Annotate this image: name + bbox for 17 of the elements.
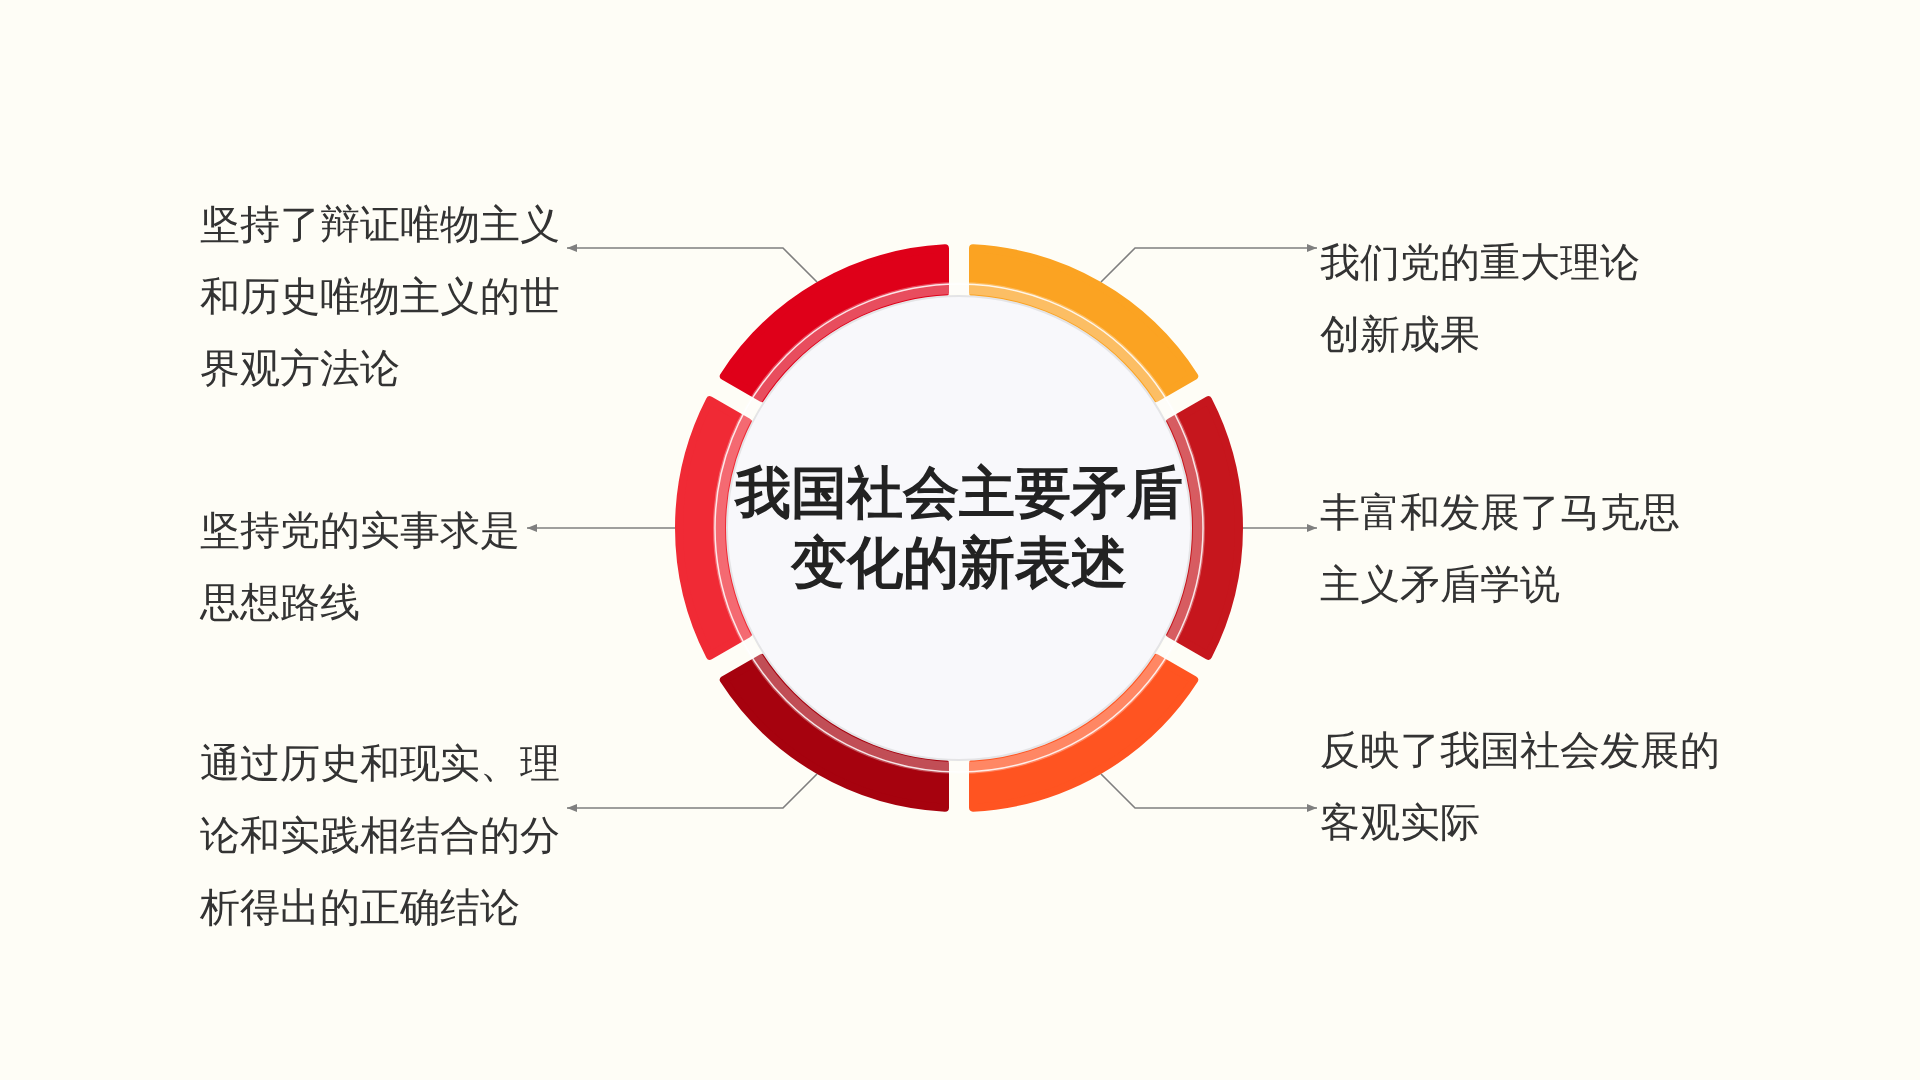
arrow [566,244,818,283]
ring-segment [719,653,950,812]
arrow [526,524,676,532]
arrow [1100,244,1318,283]
arrow [566,773,818,812]
description-text: 坚持了辩证唯物主义和历史唯物主义的世界观方法论 [200,188,564,404]
description-text: 坚持党的实事求是思想路线 [200,494,524,638]
description-text: 反映了我国社会发展的客观实际 [1320,714,1724,858]
arrow [1242,524,1318,532]
ring-segment [969,244,1200,403]
description-text: 通过历史和现实、理论和实践相结合的分析得出的正确结论 [200,727,564,943]
ring-segment [719,244,950,403]
arrow [1100,773,1318,812]
description-text: 丰富和发展了马克思主义矛盾学说 [1320,476,1684,620]
description-text: 我们党的重大理论创新成果 [1320,226,1644,370]
center-title: 我国社会主要矛盾变化的新表述 [733,459,1184,597]
ring-segment [969,653,1200,812]
